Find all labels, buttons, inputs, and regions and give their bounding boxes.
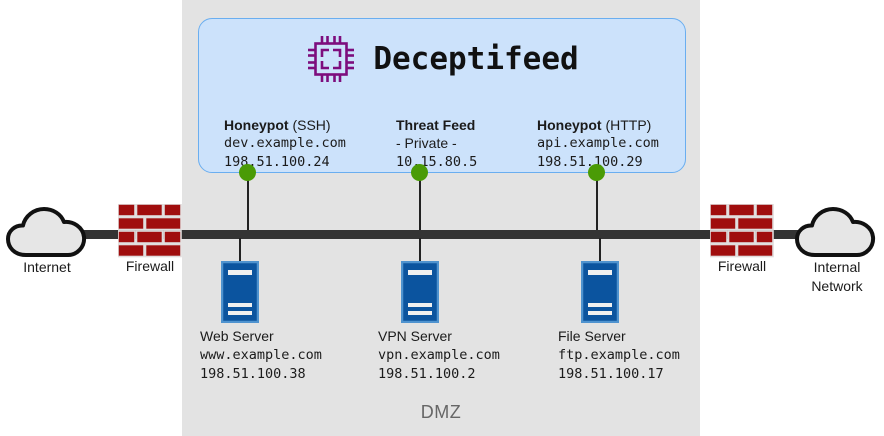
tap-connector-line <box>596 173 598 231</box>
server-name: VPN Server <box>378 328 452 344</box>
deceptifeed-endpoints: Honeypot (SSH) dev.example.com 198.51.10… <box>199 117 685 175</box>
server-connector-line <box>239 238 241 262</box>
cloud-label-line1: Internal <box>813 259 861 275</box>
server-name: File Server <box>558 328 626 344</box>
firewall-label-right: Firewall <box>717 258 767 274</box>
firewall-label-left: Firewall <box>125 258 175 274</box>
server-connector-line <box>599 238 601 262</box>
server-icon <box>401 261 439 323</box>
endpoint-ip: 10.15.80.5 <box>396 154 478 170</box>
cloud-label-line2: Network <box>811 278 863 294</box>
endpoint-title: Honeypot (SSH) <box>224 117 346 134</box>
cloud-icon <box>6 207 87 257</box>
server-host: ftp.example.com <box>558 347 680 363</box>
server-connector-line <box>419 238 421 262</box>
cpu-chip-icon <box>308 36 355 82</box>
dmz-label: DMZ <box>420 402 462 422</box>
tap-connector-line <box>247 173 249 231</box>
deceptifeed-header: Deceptifeed <box>199 33 685 85</box>
deceptifeed-title: Deceptifeed <box>373 40 579 77</box>
endpoint-title: Threat Feed <box>396 117 477 134</box>
server-label-vpn: VPN Server vpn.example.com 198.51.100.2 <box>378 326 578 384</box>
tap-dot-honeypot-ssh <box>239 164 256 181</box>
server-icon <box>221 261 259 323</box>
endpoint-threat-feed: Threat Feed - Private - 10.15.80.5 <box>396 117 477 172</box>
server-label-web: Web Server www.example.com 198.51.100.38 <box>200 326 400 384</box>
tap-dot-honeypot-http <box>588 164 605 181</box>
cloud-label-internal-network: Internal Network <box>772 258 884 296</box>
endpoint-title-light: (HTTP) <box>601 117 652 133</box>
deceptifeed-panel: Deceptifeed Honeypot (SSH) dev.example.c… <box>198 18 686 173</box>
firewall-brick-icon <box>710 204 774 258</box>
endpoint-honeypot-http: Honeypot (HTTP) api.example.com 198.51.1… <box>537 117 659 172</box>
server-label-file: File Server ftp.example.com 198.51.100.1… <box>558 326 758 384</box>
tap-dot-threat-feed <box>411 164 428 181</box>
endpoint-ip: 198.51.100.29 <box>537 154 643 170</box>
server-host: www.example.com <box>200 347 322 363</box>
endpoint-host: dev.example.com <box>224 135 346 151</box>
endpoint-host: api.example.com <box>537 135 659 151</box>
endpoint-title-strong: Honeypot <box>537 117 602 133</box>
server-ip: 198.51.100.2 <box>378 366 476 382</box>
server-ip: 198.51.100.17 <box>558 366 664 382</box>
endpoint-title: Honeypot (HTTP) <box>537 117 659 134</box>
endpoint-host: - Private - <box>396 135 457 151</box>
endpoint-honeypot-ssh: Honeypot (SSH) dev.example.com 198.51.10… <box>224 117 346 172</box>
tap-connector-line <box>419 173 421 231</box>
endpoint-title-strong: Honeypot <box>224 117 289 133</box>
server-host: vpn.example.com <box>378 347 500 363</box>
server-name: Web Server <box>200 328 274 344</box>
server-ip: 198.51.100.38 <box>200 366 306 382</box>
network-backbone <box>78 230 806 239</box>
server-icon <box>581 261 619 323</box>
firewall-brick-icon <box>118 204 182 258</box>
endpoint-title-light: (SSH) <box>288 117 331 133</box>
cloud-label-internet: Internet <box>23 259 71 275</box>
cloud-icon <box>795 207 876 257</box>
endpoint-title-strong: Threat Feed <box>396 117 476 133</box>
